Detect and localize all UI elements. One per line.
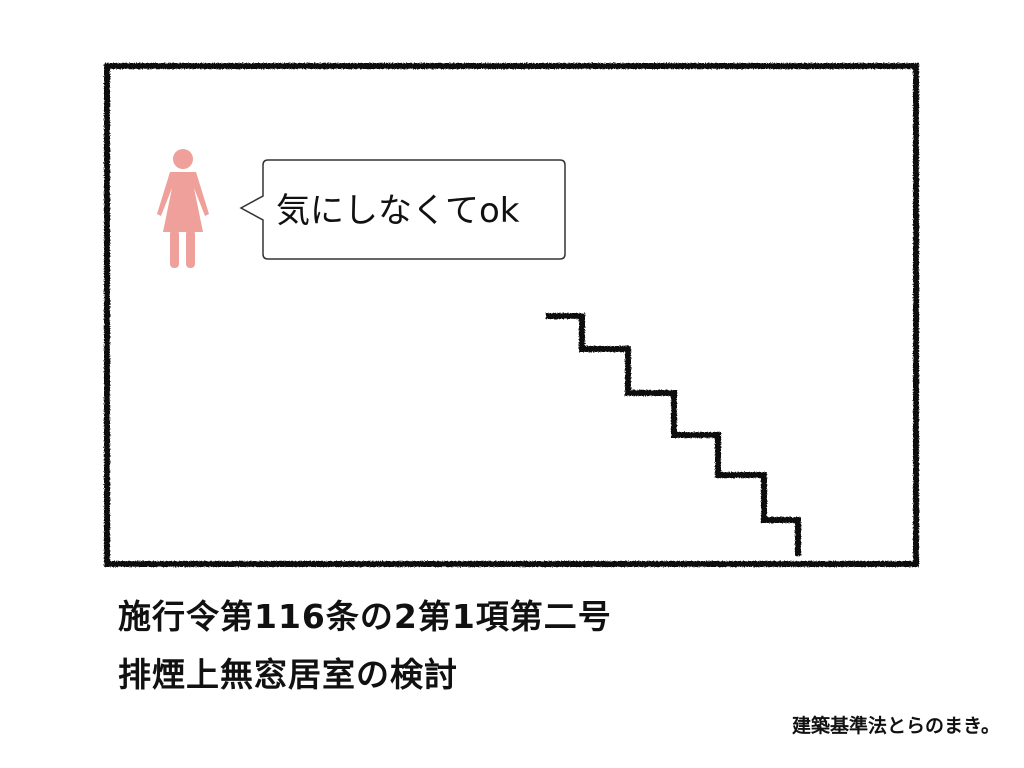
staircase — [546, 313, 801, 556]
woman-icon — [157, 149, 209, 268]
credit-text: 建築基準法とらのまき。 — [791, 715, 1000, 737]
caption-subtitle: 排煙上無窓居室の検討 — [118, 655, 458, 694]
speech-bubble — [239, 159, 566, 260]
caption-title: 施行令第116条の2第1項第二号 — [118, 597, 612, 636]
speech-bubble-text: 気にしなくてok — [276, 191, 520, 231]
